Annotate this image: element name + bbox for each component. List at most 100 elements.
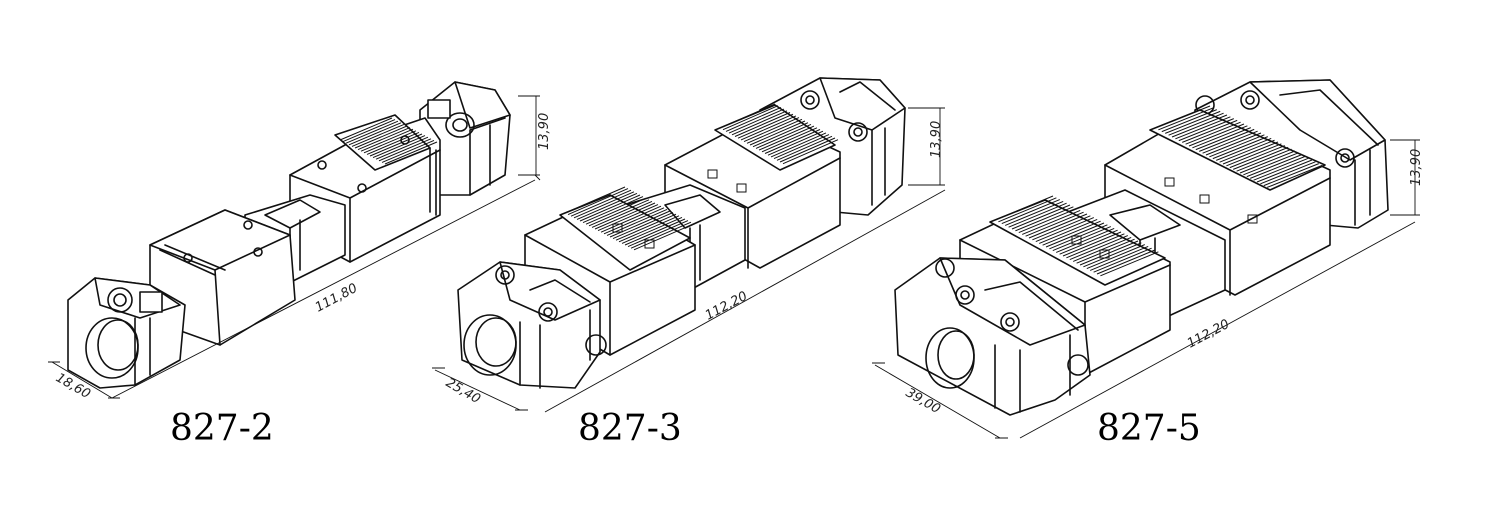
grip-rib: [1195, 127, 1251, 151]
grip-rib: [1199, 128, 1255, 152]
grip-rib: [1171, 114, 1228, 138]
length-dimension-label: 111,80: [313, 281, 360, 316]
grip-rib: [1182, 119, 1238, 143]
length-dimension-label: 112,20: [1185, 317, 1232, 352]
grip-rib: [594, 202, 656, 230]
grip-rib: [1267, 164, 1323, 188]
grip-rib: [1096, 249, 1156, 275]
grip-rib: [342, 119, 396, 143]
grip-rib: [1052, 226, 1111, 252]
near-plug: [67, 277, 186, 389]
grip-rib: [615, 213, 677, 241]
grip-rib: [1239, 150, 1296, 174]
grip-rib: [1154, 105, 1211, 129]
grip-rib: [1175, 116, 1231, 140]
grip-rib: [767, 130, 824, 156]
grip-rib: [725, 106, 782, 132]
grip-rib: [773, 134, 830, 160]
grip-rib: [339, 117, 393, 141]
grip-rib: [1165, 110, 1221, 134]
grip-rib: [1005, 200, 1064, 226]
grip-rib: [585, 197, 647, 225]
height-dimension-label: 13,90: [537, 113, 552, 150]
grip-rib: [1158, 107, 1214, 131]
model-label: 827-3: [578, 408, 682, 449]
grip-rib: [354, 125, 408, 149]
height-dimension-label: 13,90: [929, 121, 944, 158]
width-dimension-label: 25,40: [443, 375, 483, 407]
grip-rib: [1216, 137, 1272, 161]
grip-rib: [1260, 161, 1316, 185]
grip-rib: [579, 194, 641, 222]
grip-rib: [752, 122, 809, 148]
grip-rib: [630, 221, 692, 249]
grip-rib: [740, 115, 797, 141]
grip-rib: [1069, 235, 1128, 261]
grip-rib: [621, 216, 683, 244]
grip-rib: [1076, 238, 1135, 264]
grip-rib: [588, 199, 650, 227]
grip-rib: [1093, 247, 1152, 273]
grip-rib: [1049, 224, 1108, 250]
grip-rib: [1062, 231, 1122, 257]
grip-rib: [737, 113, 794, 139]
grip-rib: [1083, 242, 1142, 268]
grip-rib: [728, 108, 785, 134]
grip-rib: [1001, 199, 1060, 225]
grip-rib: [348, 122, 402, 146]
grip-rib: [384, 141, 438, 165]
grip-rib: [369, 133, 423, 157]
grip-rib: [1192, 125, 1248, 149]
grip-rib: [998, 197, 1057, 223]
grip-rib: [366, 131, 420, 155]
grip-rib: [378, 138, 432, 162]
grip-rib: [1079, 240, 1139, 266]
grip-rib: [1178, 118, 1234, 142]
far-housing: [664, 103, 841, 269]
height-dimension-label: 13,90: [1409, 149, 1424, 186]
grip-rib: [600, 205, 662, 233]
grip-rib: [1212, 136, 1268, 160]
grip-rib: [372, 135, 426, 159]
grip-rib: [779, 137, 836, 163]
grip-rib: [1066, 233, 1125, 259]
grip-rib: [755, 123, 812, 149]
grip-rib: [624, 218, 686, 246]
grip-rib: [1045, 222, 1105, 248]
grip-rib: [1073, 236, 1132, 262]
grip-rib: [1100, 251, 1159, 277]
grip-rib: [363, 130, 417, 154]
grip-rib: [1035, 217, 1094, 243]
grip-rib: [1250, 155, 1306, 179]
grip-rib: [764, 129, 821, 154]
grip-rib: [357, 127, 411, 151]
connector-827-5: 13,90 112,20 39,00 827-5: [872, 79, 1424, 449]
grip-rib: [776, 135, 833, 161]
grip-rib: [782, 139, 839, 165]
grip-rib: [609, 210, 671, 238]
grip-rib: [1209, 134, 1265, 158]
grip-rib: [1226, 143, 1282, 167]
grip-rib: [360, 128, 414, 152]
near-plug: [457, 261, 607, 389]
grip-rib: [1032, 215, 1091, 241]
grip-rib: [603, 207, 665, 235]
grip-rib: [1202, 130, 1258, 154]
length-dimension-label: 112,20: [703, 289, 750, 324]
grip-rib: [1222, 141, 1279, 165]
grip-rib: [1059, 229, 1118, 255]
grip-rib: [573, 191, 635, 219]
grip-rib: [761, 127, 818, 153]
grip-rib: [994, 195, 1054, 221]
grip-rib: [1246, 154, 1302, 178]
near-housing: [149, 209, 296, 346]
width-dimension-label: 39,00: [903, 385, 943, 417]
grip-rib: [381, 139, 435, 163]
grip-rib: [1263, 163, 1319, 187]
grip-rib: [606, 208, 668, 236]
grip-rib: [1015, 206, 1074, 232]
far-plug: [419, 81, 511, 196]
grip-rib: [1233, 146, 1289, 170]
grip-rib: [1011, 204, 1071, 230]
